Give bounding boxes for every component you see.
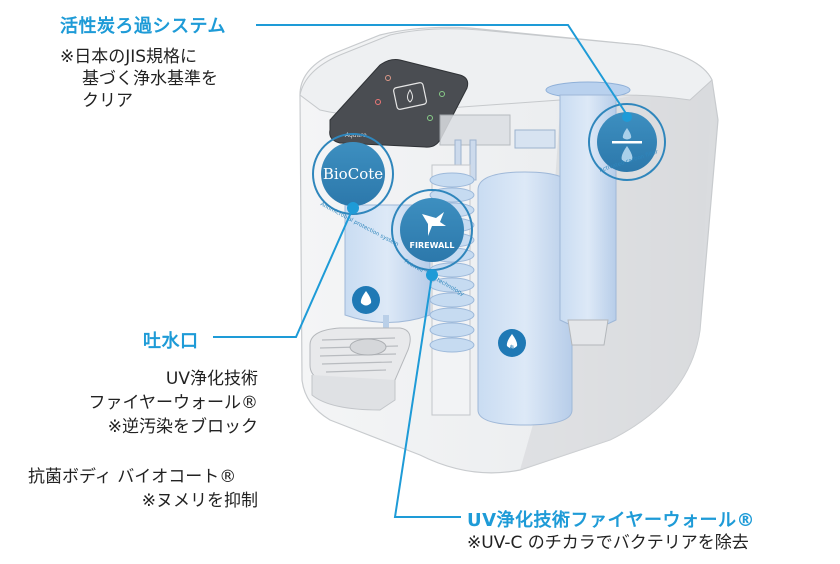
uv-bottom-note: ※UV-C のチカラでバクテリアを除去 <box>467 533 749 553</box>
svg-text:Aquaro: Aquaro <box>344 132 367 139</box>
firewall-bird-icon <box>422 212 446 236</box>
leader-lines <box>213 24 632 518</box>
biocote-line-1: 抗菌ボディ バイオコート® <box>28 467 237 487</box>
uv-left-line-1: UV浄化技術 <box>165 369 258 389</box>
hot-water-drop-icon <box>352 286 380 314</box>
control-panel: Aquaro <box>329 59 469 148</box>
carbon-filter-note-line-2: 基づく浄水基準を <box>82 69 218 89</box>
uv-bottom-heading: UV浄化技術ファイヤーウォール® <box>467 510 756 531</box>
drip-tray <box>309 327 411 411</box>
cold-water-drop-icon: ❄ <box>498 329 526 357</box>
carbon-filter-note-line-1: ※日本のJIS規格に <box>60 47 198 67</box>
internal-manifold <box>439 114 556 181</box>
carbon-filter-heading: 活性炭ろ過システム <box>60 16 226 37</box>
biocote-logo: BioCote <box>323 165 383 183</box>
biocote-line-2: ※ヌメリを抑制 <box>141 491 258 511</box>
leader-line-carbon <box>256 24 628 116</box>
spout-heading: 吐水口 <box>143 331 199 352</box>
uv-left-line-2: ファイヤーウォール® <box>88 393 259 413</box>
leader-line-spout <box>213 207 354 338</box>
uv-left-line-3: ※逆汚染をブロック <box>107 417 258 437</box>
svg-text:❄: ❄ <box>509 344 514 351</box>
cold-water-tank <box>477 171 573 426</box>
firewall-logo: FIREWALL <box>410 241 455 250</box>
carbon-filter-note-line-3: クリア <box>82 91 133 111</box>
leader-line-uv <box>393 274 461 518</box>
